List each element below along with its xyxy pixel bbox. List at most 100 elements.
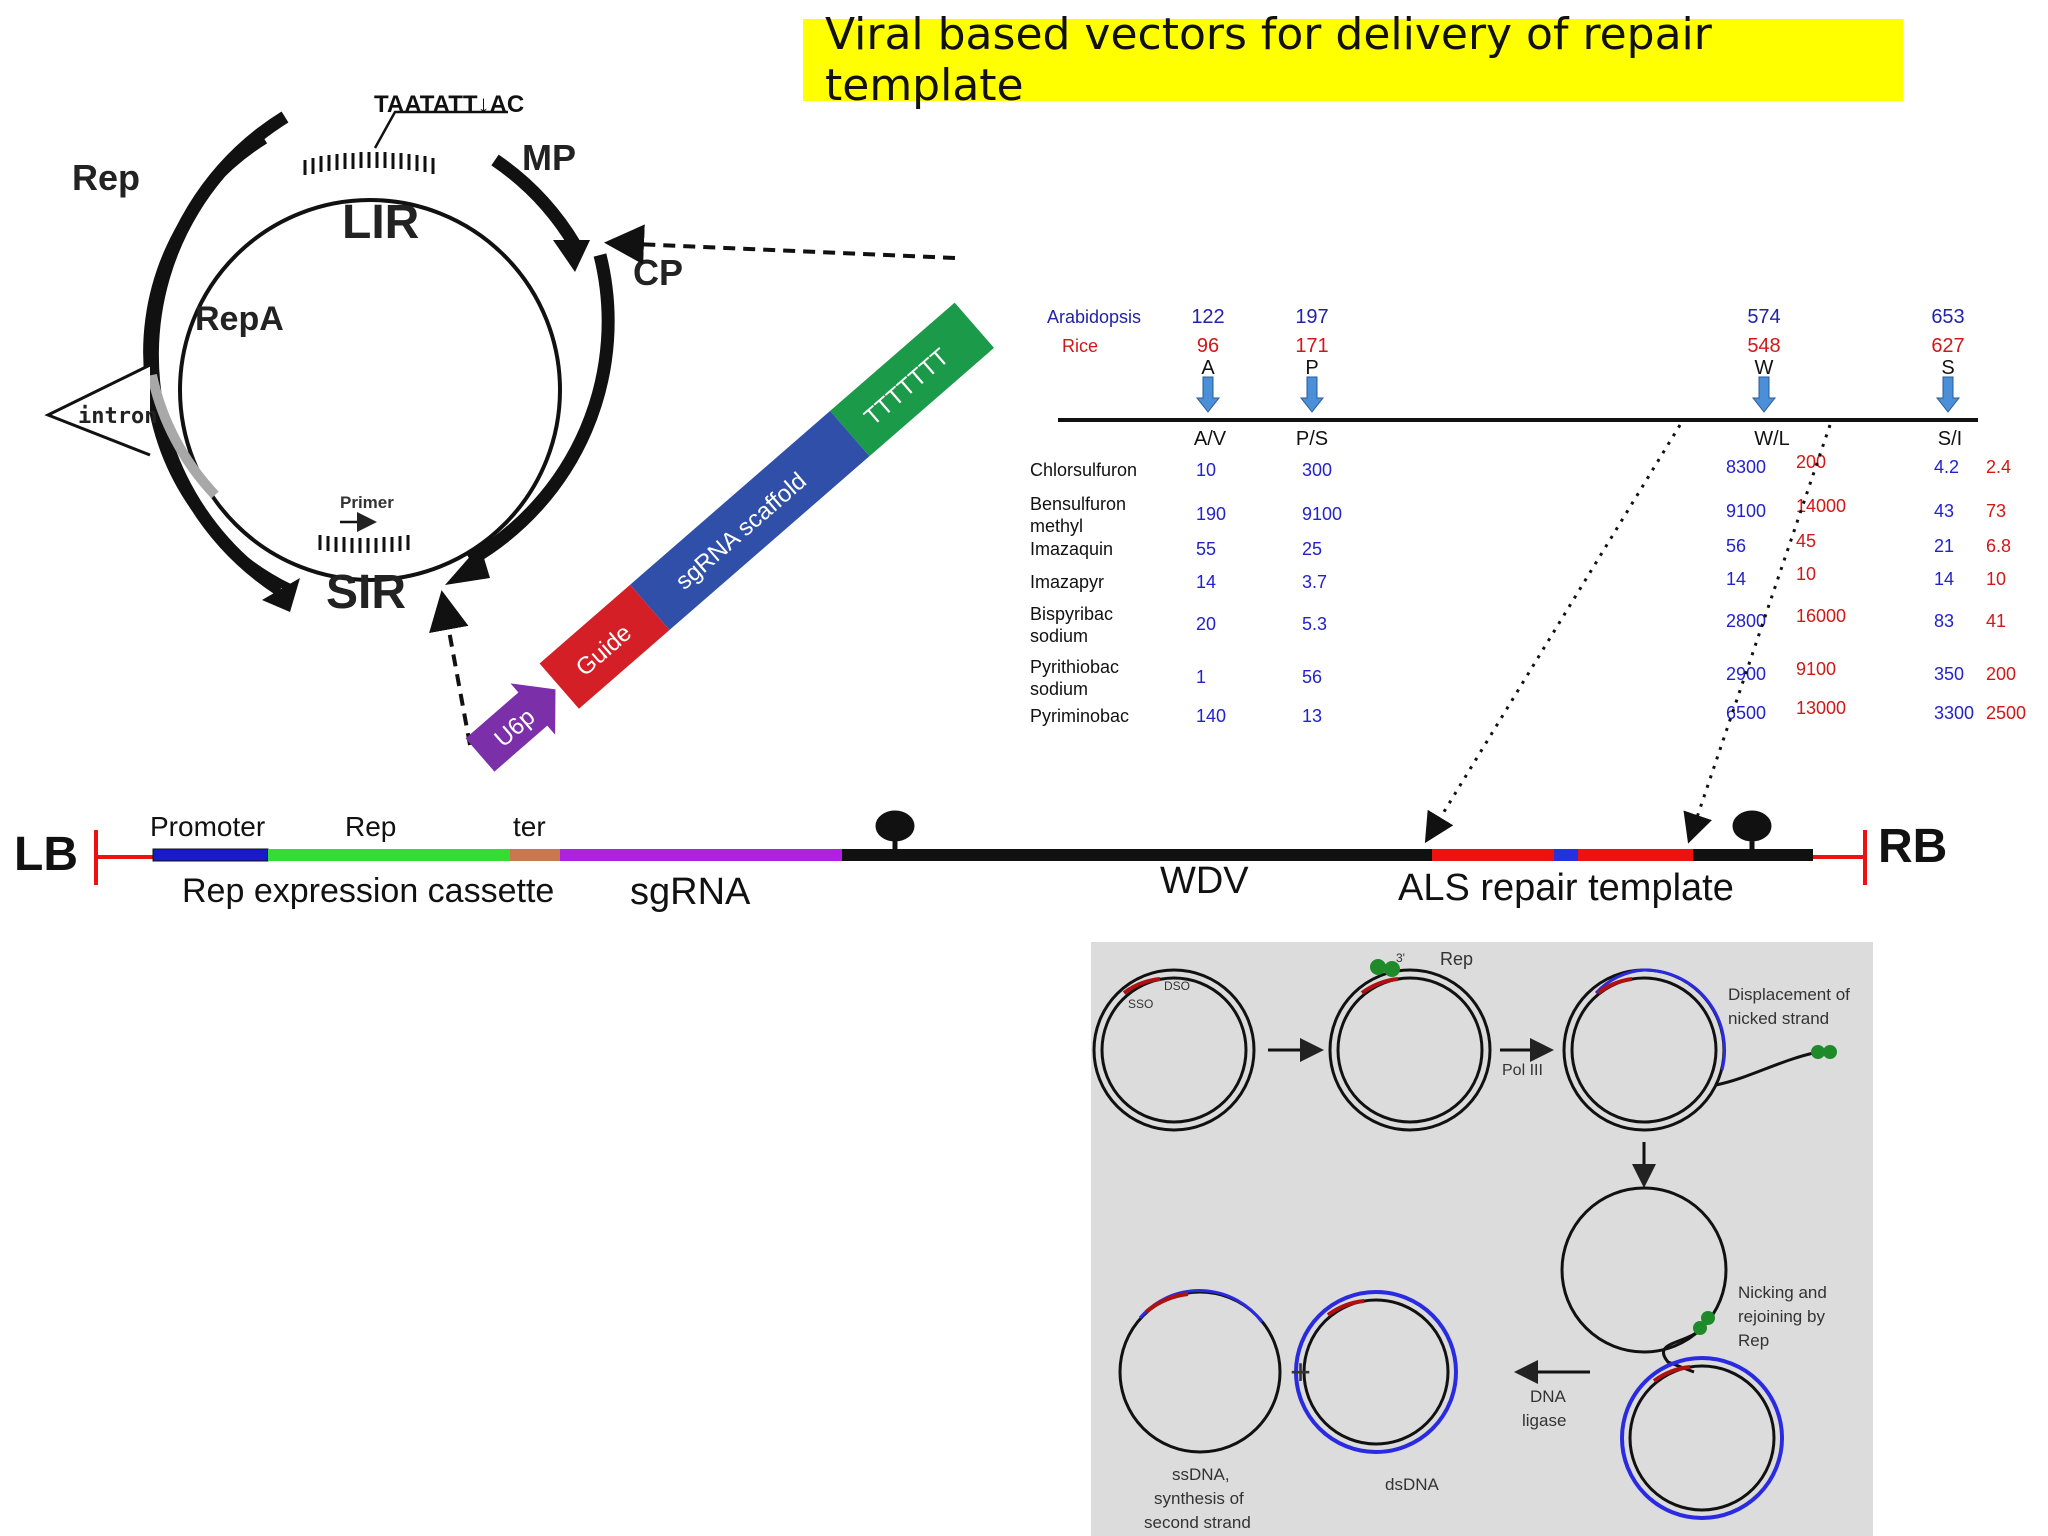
mp-label: MP	[522, 137, 576, 178]
residue-position: 627	[1931, 335, 1964, 357]
rep-arc	[145, 111, 289, 596]
als-left	[1432, 849, 1554, 861]
value-si-rice: 41	[1986, 611, 2006, 631]
rep-block	[268, 849, 510, 861]
post-als-block	[1693, 849, 1813, 861]
value-si-arabidopsis: 3300	[1934, 703, 1974, 723]
rep-label: Rep	[72, 157, 140, 198]
three-prime-label: 3'	[1396, 951, 1405, 965]
herbicide-name: Bensulfuron	[1030, 494, 1126, 514]
dashed-arrow-to-cp	[604, 224, 956, 265]
herbicide-name: methyl	[1030, 516, 1083, 536]
repa-arc	[143, 136, 268, 391]
value-av: 10	[1196, 460, 1216, 480]
value-av: 55	[1196, 539, 1216, 559]
slide-title-box: Viral based vectors for delivery of repa…	[803, 9, 1903, 111]
sgrna-cassette: U6p Guide sgRNA scaffold TTTTTTT	[465, 302, 995, 772]
rep-block-label: Rep	[345, 811, 396, 842]
residue-arrow-icon	[1195, 376, 1221, 413]
dsdna-circle-outer	[1294, 1290, 1458, 1454]
value-wl-arabidopsis: 6500	[1726, 703, 1766, 723]
guide-segment	[539, 584, 670, 709]
rc-circle-2-outer	[1328, 968, 1492, 1132]
mutation-label: P/S	[1296, 428, 1328, 450]
scaffold-segment	[630, 410, 870, 631]
value-ps: 9100	[1302, 504, 1342, 524]
herbicide-name: Pyriminobac	[1030, 706, 1129, 726]
wdv-label: WDV	[1160, 860, 1249, 902]
ligase-label-1: DNA	[1530, 1387, 1567, 1406]
value-si-rice: 2500	[1986, 703, 2026, 723]
rc-circle-1-outer	[1092, 968, 1256, 1132]
sgrna-label: sgRNA	[630, 871, 751, 913]
residue-position: 171	[1295, 335, 1328, 357]
dsdna-label: dsDNA	[1385, 1475, 1440, 1494]
mutation-label: S/I	[1938, 428, 1962, 450]
residue-position: 548	[1747, 335, 1780, 357]
value-wl-rice: 16000	[1796, 606, 1846, 626]
value-si-arabidopsis: 21	[1934, 536, 1954, 556]
residue-letter: P	[1305, 357, 1318, 379]
wdv-block	[842, 849, 1432, 861]
value-ps: 300	[1302, 460, 1332, 480]
displacement-label-1: Displacement of	[1728, 985, 1850, 1004]
residue-position: 96	[1197, 335, 1219, 357]
residue-arrow-icon	[1299, 376, 1325, 413]
dotted-arrow-left	[1424, 424, 1682, 844]
herbicide-name: Pyrithiobac	[1030, 657, 1119, 677]
value-wl-rice: 14000	[1796, 496, 1846, 516]
value-av: 190	[1196, 504, 1226, 524]
value-wl-arabidopsis: 56	[1726, 536, 1746, 556]
herbicide-name: Imazaquin	[1030, 539, 1113, 559]
u6p-segment	[465, 683, 556, 772]
value-av: 14	[1196, 572, 1216, 592]
als-right	[1578, 849, 1693, 861]
dso-label: DSO	[1164, 979, 1190, 993]
value-wl-arabidopsis: 2800	[1726, 611, 1766, 631]
residue-letter: W	[1755, 357, 1774, 379]
nicking-label-3: Rep	[1738, 1331, 1769, 1350]
value-si-rice: 73	[1986, 501, 2006, 521]
residue-position: 653	[1931, 306, 1964, 328]
lir-label: LIR	[342, 196, 419, 249]
value-wl-arabidopsis: 8300	[1726, 457, 1766, 477]
herbicide-name: sodium	[1030, 679, 1088, 699]
value-wl-rice: 9100	[1796, 659, 1836, 679]
genome-circle	[178, 198, 562, 582]
value-av: 20	[1196, 614, 1216, 634]
promoter-block	[152, 848, 269, 862]
ligase-label-2: ligase	[1522, 1411, 1566, 1430]
herbicide-name: Chlorsulfuron	[1030, 460, 1137, 480]
dashed-arrow-to-sir	[429, 590, 472, 746]
value-ps: 5.3	[1302, 614, 1327, 634]
value-ps: 56	[1302, 667, 1322, 687]
lir-motif: TAATATT↓AC	[374, 91, 524, 118]
ter-label: ter	[513, 811, 546, 842]
nicking-label-1: Nicking and	[1738, 1283, 1827, 1302]
value-si-arabidopsis: 4.2	[1934, 457, 1959, 477]
ter-block	[510, 849, 560, 861]
value-si-rice: 10	[1986, 569, 2006, 589]
herbicide-name: sodium	[1030, 626, 1088, 646]
replication-panel: SSO DSO 3' Rep Pol III Displacement of n…	[1091, 942, 1873, 1536]
genome-map: TAATATT↓AC Primer Rep RepA LIR MP CP int…	[44, 91, 683, 619]
residue-arrow-icon	[1935, 376, 1961, 413]
rb-label: RB	[1878, 820, 1947, 873]
nicking-label-2: rejoining by	[1738, 1307, 1825, 1326]
polyt-segment	[830, 302, 995, 457]
value-av: 1	[1196, 667, 1206, 687]
ssdna-label-1: ssDNA,	[1172, 1465, 1230, 1484]
intron-label: intron	[78, 404, 157, 429]
als-insert	[1554, 849, 1578, 861]
rep-protein-label: Rep	[1440, 949, 1473, 969]
pol-label: Pol III	[1502, 1062, 1543, 1079]
rc-lasso	[1560, 1186, 1728, 1354]
promoter-label: Promoter	[150, 811, 265, 842]
residue-arrow-icon	[1751, 376, 1777, 413]
plus-sign: +	[1290, 1351, 1311, 1392]
lb-label: LB	[14, 828, 78, 881]
residue-letter: A	[1201, 357, 1215, 379]
residue-position: 197	[1295, 306, 1328, 328]
